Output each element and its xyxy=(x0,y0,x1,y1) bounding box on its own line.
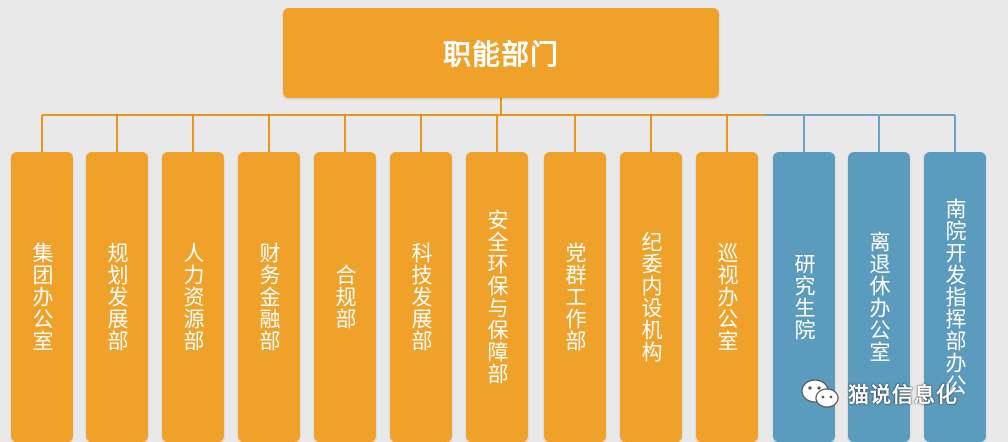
department-label: 离退休办公室 xyxy=(867,231,891,363)
wechat-icon xyxy=(801,379,839,408)
department-label: 规划发展部 xyxy=(105,242,129,352)
department-node: 合规部 xyxy=(314,152,376,442)
department-node: 规划发展部 xyxy=(86,152,148,442)
department-label: 财务金融部 xyxy=(257,242,281,352)
department-label: 集团办公室 xyxy=(30,242,54,352)
watermark: 猫说信息化 xyxy=(800,374,958,414)
department-label: 人力资源部 xyxy=(181,242,205,352)
department-label: 科技发展部 xyxy=(409,242,433,352)
department-node: 党群工作部 xyxy=(544,152,606,442)
department-node: 离退休办公室 xyxy=(848,152,910,442)
department-label: 纪委内设机构 xyxy=(639,231,663,363)
watermark-text: 猫说信息化 xyxy=(848,383,958,407)
root-node-label: 职能部门 xyxy=(442,38,559,71)
department-label: 合规部 xyxy=(333,264,357,330)
department-node: 巡视办公室 xyxy=(696,152,758,442)
department-label: 安全环保与保障部 xyxy=(485,209,509,385)
department-node: 南院开发指挥部办公 xyxy=(924,152,986,442)
department-label: 南院开发指挥部办公 xyxy=(943,198,967,396)
department-label: 巡视办公室 xyxy=(715,242,739,352)
department-node: 人力资源部 xyxy=(162,152,224,442)
department-label: 党群工作部 xyxy=(563,242,587,352)
department-node: 财务金融部 xyxy=(238,152,300,442)
department-node: 科技发展部 xyxy=(390,152,452,442)
department-node: 集团办公室 xyxy=(11,152,73,442)
department-label: 研究生院 xyxy=(792,253,816,341)
department-node: 纪委内设机构 xyxy=(620,152,682,442)
department-node: 安全环保与保障部 xyxy=(466,152,528,442)
root-node-functional-departments: 职能部门 xyxy=(283,8,719,98)
